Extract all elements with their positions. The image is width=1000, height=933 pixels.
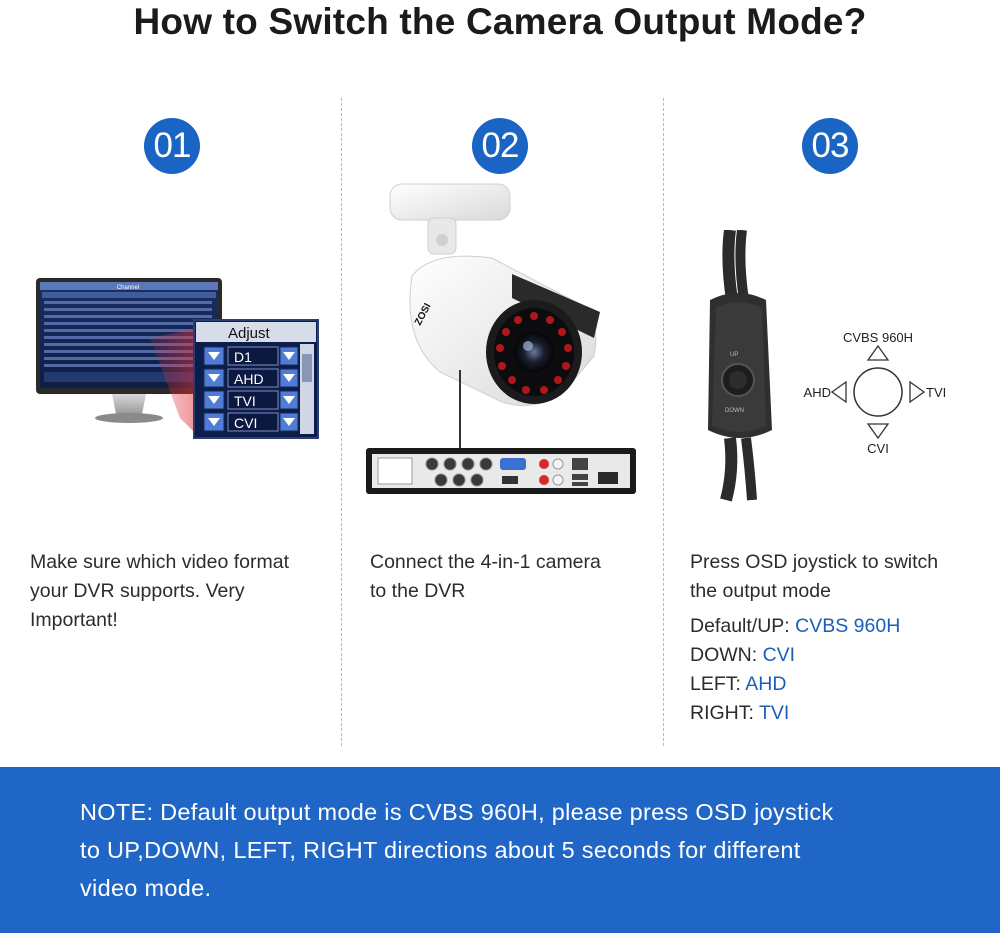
step-01-description: Make sure which video format your DVR su… (30, 551, 290, 631)
joystick-diagram-circle (853, 367, 903, 417)
mode-row-left: LEFT: AHD (690, 673, 787, 695)
cable-up-mark: UP (730, 352, 738, 358)
step-02-description: Connect the 4-in-1 camera to the DVR (370, 551, 601, 602)
monitor-window-title: Channel (117, 285, 139, 291)
adjust-row-tvi[interactable]: TVI (203, 390, 299, 410)
camera-dvr-illustration: ZOSI (366, 183, 636, 494)
adjust-row-d1[interactable]: D1 (203, 346, 299, 366)
format-d1: D1 (234, 349, 252, 365)
format-ahd: AHD (234, 371, 264, 387)
adjust-row-ahd[interactable]: AHD (203, 368, 299, 388)
arrow-right-icon (909, 380, 926, 404)
joystick-right-label: TVI (926, 385, 946, 400)
format-tvi: TVI (234, 393, 256, 409)
column-divider-2 (663, 98, 664, 746)
osd-joystick-illustration: UP DOWN CVBS 960H CVI AHD TVI (708, 230, 946, 502)
mode-row-default: Default/UP: CVBS 960H (690, 615, 901, 637)
joystick-up-label: CVBS 960H (843, 330, 913, 345)
page-title: How to Switch the Camera Output Mode? (133, 1, 867, 42)
step-number-01: 01 (144, 118, 200, 174)
step-number-03: 03 (802, 118, 858, 174)
arrow-up-icon (866, 344, 890, 361)
mode-row-down: DOWN: CVI (690, 644, 796, 666)
joystick-down-label: CVI (867, 441, 889, 456)
arrow-left-icon (830, 380, 847, 404)
adjust-row-cvi[interactable]: CVI (203, 412, 299, 432)
cable-down-mark: DOWN (725, 408, 744, 414)
format-cvi: CVI (234, 415, 257, 431)
step-number-02: 02 (472, 118, 528, 174)
note-banner (0, 767, 1000, 933)
dvr-monitor-illustration: Channel Adjust D1 AHD (36, 278, 319, 439)
arrow-down-icon (866, 423, 890, 440)
column-divider-1 (341, 98, 342, 746)
adjust-panel-title: Adjust (228, 325, 271, 342)
step-03-description: Press OSD joystick to switch the output … (690, 548, 938, 728)
mode-row-right: RIGHT: TVI (690, 702, 790, 724)
note-text: NOTE: Default output mode is CVBS 960H, … (80, 799, 834, 901)
joystick-left-label: AHD (804, 385, 831, 400)
